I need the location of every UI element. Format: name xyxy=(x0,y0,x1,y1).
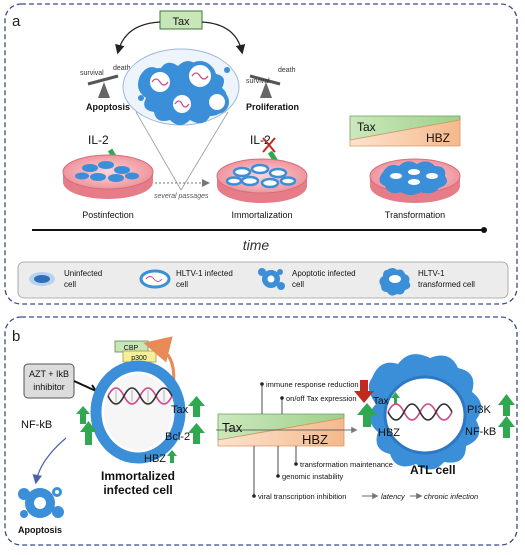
panel-a-frame xyxy=(4,3,518,305)
bar-b-tax-label: Tax xyxy=(222,420,243,435)
atl-nfkb-up-arrow xyxy=(498,416,515,438)
legend-transformed-line2: transformed cell xyxy=(418,280,475,289)
right-survival-label: survival xyxy=(246,78,270,85)
note-transformation-maintenance: transformation maintenance xyxy=(300,460,393,469)
cell-cluster-magnified xyxy=(122,48,240,126)
tax-hbz-bar-b xyxy=(217,413,345,447)
tax-mid-up-arrow xyxy=(188,396,205,417)
azt-line2: inhibitor xyxy=(33,382,65,392)
il2-blocked-cross xyxy=(262,137,276,153)
immortalized-infected-cell xyxy=(90,360,186,464)
tax-box xyxy=(159,10,203,30)
right-death-label: death xyxy=(278,67,296,74)
legend-infected-line1: HLTV-1 infected xyxy=(176,269,233,278)
passages-label: several passages xyxy=(154,193,209,200)
dish-postinfection xyxy=(62,154,154,199)
bar-a-hbz-label: HBZ xyxy=(426,131,450,145)
tax-box-label: Tax xyxy=(172,16,190,28)
nfkb-to-apoptosis-arrow xyxy=(32,437,67,485)
left-survival-label: survival xyxy=(80,70,104,77)
note-immune-response: immune response reduction xyxy=(266,380,359,389)
immortalized-line2: infected cell xyxy=(103,483,172,497)
infected-cell-icon xyxy=(139,269,171,289)
apoptosis-outcome-label: Apoptosis xyxy=(86,102,130,112)
tax-to-apoptosis-arrow xyxy=(115,21,161,55)
chronic-label: chronic infection xyxy=(424,492,478,501)
transformed-cell-icon xyxy=(379,268,411,296)
latency-label: latency xyxy=(381,492,406,501)
tax-to-proliferation-arrow xyxy=(201,21,246,55)
bcl2-label: Bcl-2 xyxy=(165,431,190,443)
azt-inhibit-line xyxy=(73,380,97,392)
proliferation-scale-icon xyxy=(249,74,281,98)
atl-pi3k-label: PI3K xyxy=(467,404,492,416)
zoom-line-right xyxy=(180,111,229,191)
atl-tax-red-down-arrow xyxy=(354,380,374,403)
p300-label: p300 xyxy=(131,355,147,362)
bar-b-hbz-label: HBZ xyxy=(302,432,328,447)
atl-pi3k-up-arrow xyxy=(498,394,515,416)
stage-label-immortalization: Immortalization xyxy=(231,210,292,220)
bcl2-up-arrow xyxy=(188,423,205,444)
atl-hbz-up-arrow xyxy=(357,403,377,427)
apoptosis-scale-icon xyxy=(87,74,119,98)
nfkb-left-down-arrow xyxy=(76,406,90,424)
atl-hbz-label: HBZ xyxy=(378,427,400,439)
cbp-label: CBP xyxy=(124,345,139,352)
bar-a-tax-label: Tax xyxy=(357,120,376,134)
panel-b: b AZT + IkB inhibitor NF-kB Apoptosis CB… xyxy=(4,316,518,546)
legend-apoptotic-line2: cell xyxy=(292,280,304,289)
atl-cell-label: ATL cell xyxy=(410,463,456,477)
dish-transformation xyxy=(369,158,461,203)
azt-line1: AZT + IkB xyxy=(29,369,69,379)
il2-left-label: IL-2 xyxy=(88,133,109,147)
immortalized-line1: Immortalized xyxy=(101,469,175,483)
apoptotic-cell xyxy=(18,487,64,518)
cell-left-up-arrow xyxy=(80,421,97,445)
atl-nfkb-label: NF-kB xyxy=(465,426,496,438)
note-genomic-instability: genomic instability xyxy=(282,472,344,481)
atl-tax-label: Tax xyxy=(373,396,389,407)
tax-mid-label: Tax xyxy=(171,404,189,416)
panel-b-frame xyxy=(4,316,518,546)
left-death-label: death xyxy=(113,65,131,72)
legend-uninfected-line1: Uninfected xyxy=(64,269,102,278)
legend-transformed-line1: HLTV-1 xyxy=(418,269,445,278)
stage-label-transformation: Transformation xyxy=(385,210,445,220)
atl-tax-small-up-arrow xyxy=(391,392,400,404)
apoptotic-cell-icon xyxy=(258,268,285,290)
note-viral-transcription: viral transcription inhibition xyxy=(258,492,346,501)
nfkb-left-label: NF-kB xyxy=(21,419,52,431)
time-axis-end-dot xyxy=(481,227,487,233)
panel-a: a Tax survival death Apoptosis survival … xyxy=(4,3,518,305)
legend-uninfected-line2: cell xyxy=(64,280,76,289)
panel-a-label: a xyxy=(12,13,21,30)
proliferation-outcome-label: Proliferation xyxy=(246,102,299,112)
atl-cell xyxy=(368,354,482,470)
legend-apoptotic-line1: Apoptotic infected xyxy=(292,269,356,278)
tax-hbz-bar-a xyxy=(349,115,461,147)
note-on-off-tax: on/off Tax expression xyxy=(286,394,357,403)
hbz-mid-label: HBZ xyxy=(144,453,166,465)
apoptosis-label-b: Apoptosis xyxy=(18,525,62,535)
legend-infected-line2: cell xyxy=(176,280,188,289)
hbz-mid-up-arrow xyxy=(167,450,177,463)
il2-mid-label: IL-2 xyxy=(250,133,271,147)
stage-label-postinfection: Postinfection xyxy=(82,210,134,220)
time-label: time xyxy=(243,237,270,253)
zoom-line-left xyxy=(135,111,182,191)
dish-immortalization xyxy=(216,158,308,203)
panel-b-label: b xyxy=(12,328,20,345)
